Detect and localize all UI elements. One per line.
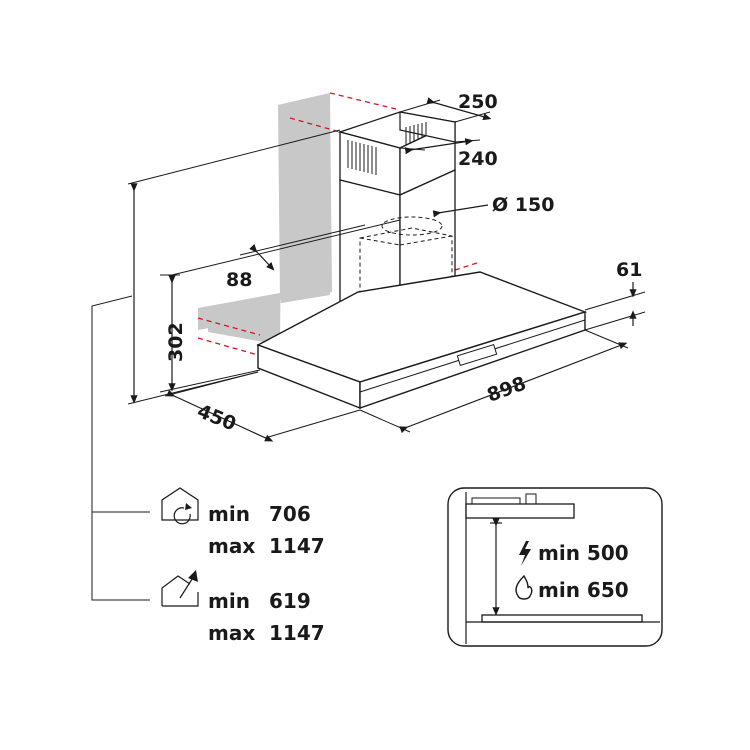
- vent-grille-left: [347, 140, 377, 175]
- dim-hood-width: 898: [484, 372, 529, 406]
- dim-chimney-depth: 250: [458, 91, 498, 113]
- dim-duct-leader: [432, 204, 489, 218]
- clearance-electric: min 500: [538, 541, 629, 565]
- electric-bolt-icon: [519, 541, 531, 566]
- dim-canopy-depth-lines: [159, 274, 261, 393]
- dim-canopy-thickness-lines: [584, 282, 646, 331]
- extraction-icon: [161, 570, 199, 607]
- gas-flame-icon: [515, 574, 533, 600]
- dim-duct-offset-lines: [171, 219, 401, 276]
- recirc-max-value: 1147: [269, 534, 325, 558]
- dim-hood-width-lines: [359, 329, 629, 434]
- recirc-max-label: max: [208, 534, 255, 558]
- dim-chimney-width: 240: [458, 148, 498, 170]
- wall-reference-lines: [197, 92, 481, 356]
- wall-shape: [198, 93, 332, 345]
- extract-max-label: max: [208, 621, 255, 645]
- recirc-min-label: min: [208, 502, 250, 526]
- recirc-min-value: 706: [269, 502, 311, 526]
- spec-leader-bracket: [91, 295, 150, 601]
- dim-duct-diameter: Ø 150: [492, 194, 554, 216]
- clearance-inset: [447, 487, 663, 647]
- dim-hood-depth-lines: [164, 371, 361, 442]
- dim-chimney-top: [399, 97, 492, 155]
- dim-canopy-thickness: 61: [616, 259, 642, 281]
- dim-hood-depth: 450: [194, 400, 239, 435]
- extract-min-label: min: [208, 589, 250, 613]
- extract-min-value: 619: [269, 589, 311, 613]
- dim-duct-offset: 88: [226, 269, 252, 291]
- extract-max-value: 1147: [269, 621, 325, 645]
- dim-canopy-depth: 302: [165, 322, 187, 362]
- clearance-gas: min 650: [538, 578, 629, 602]
- recirculation-icon: [161, 487, 199, 525]
